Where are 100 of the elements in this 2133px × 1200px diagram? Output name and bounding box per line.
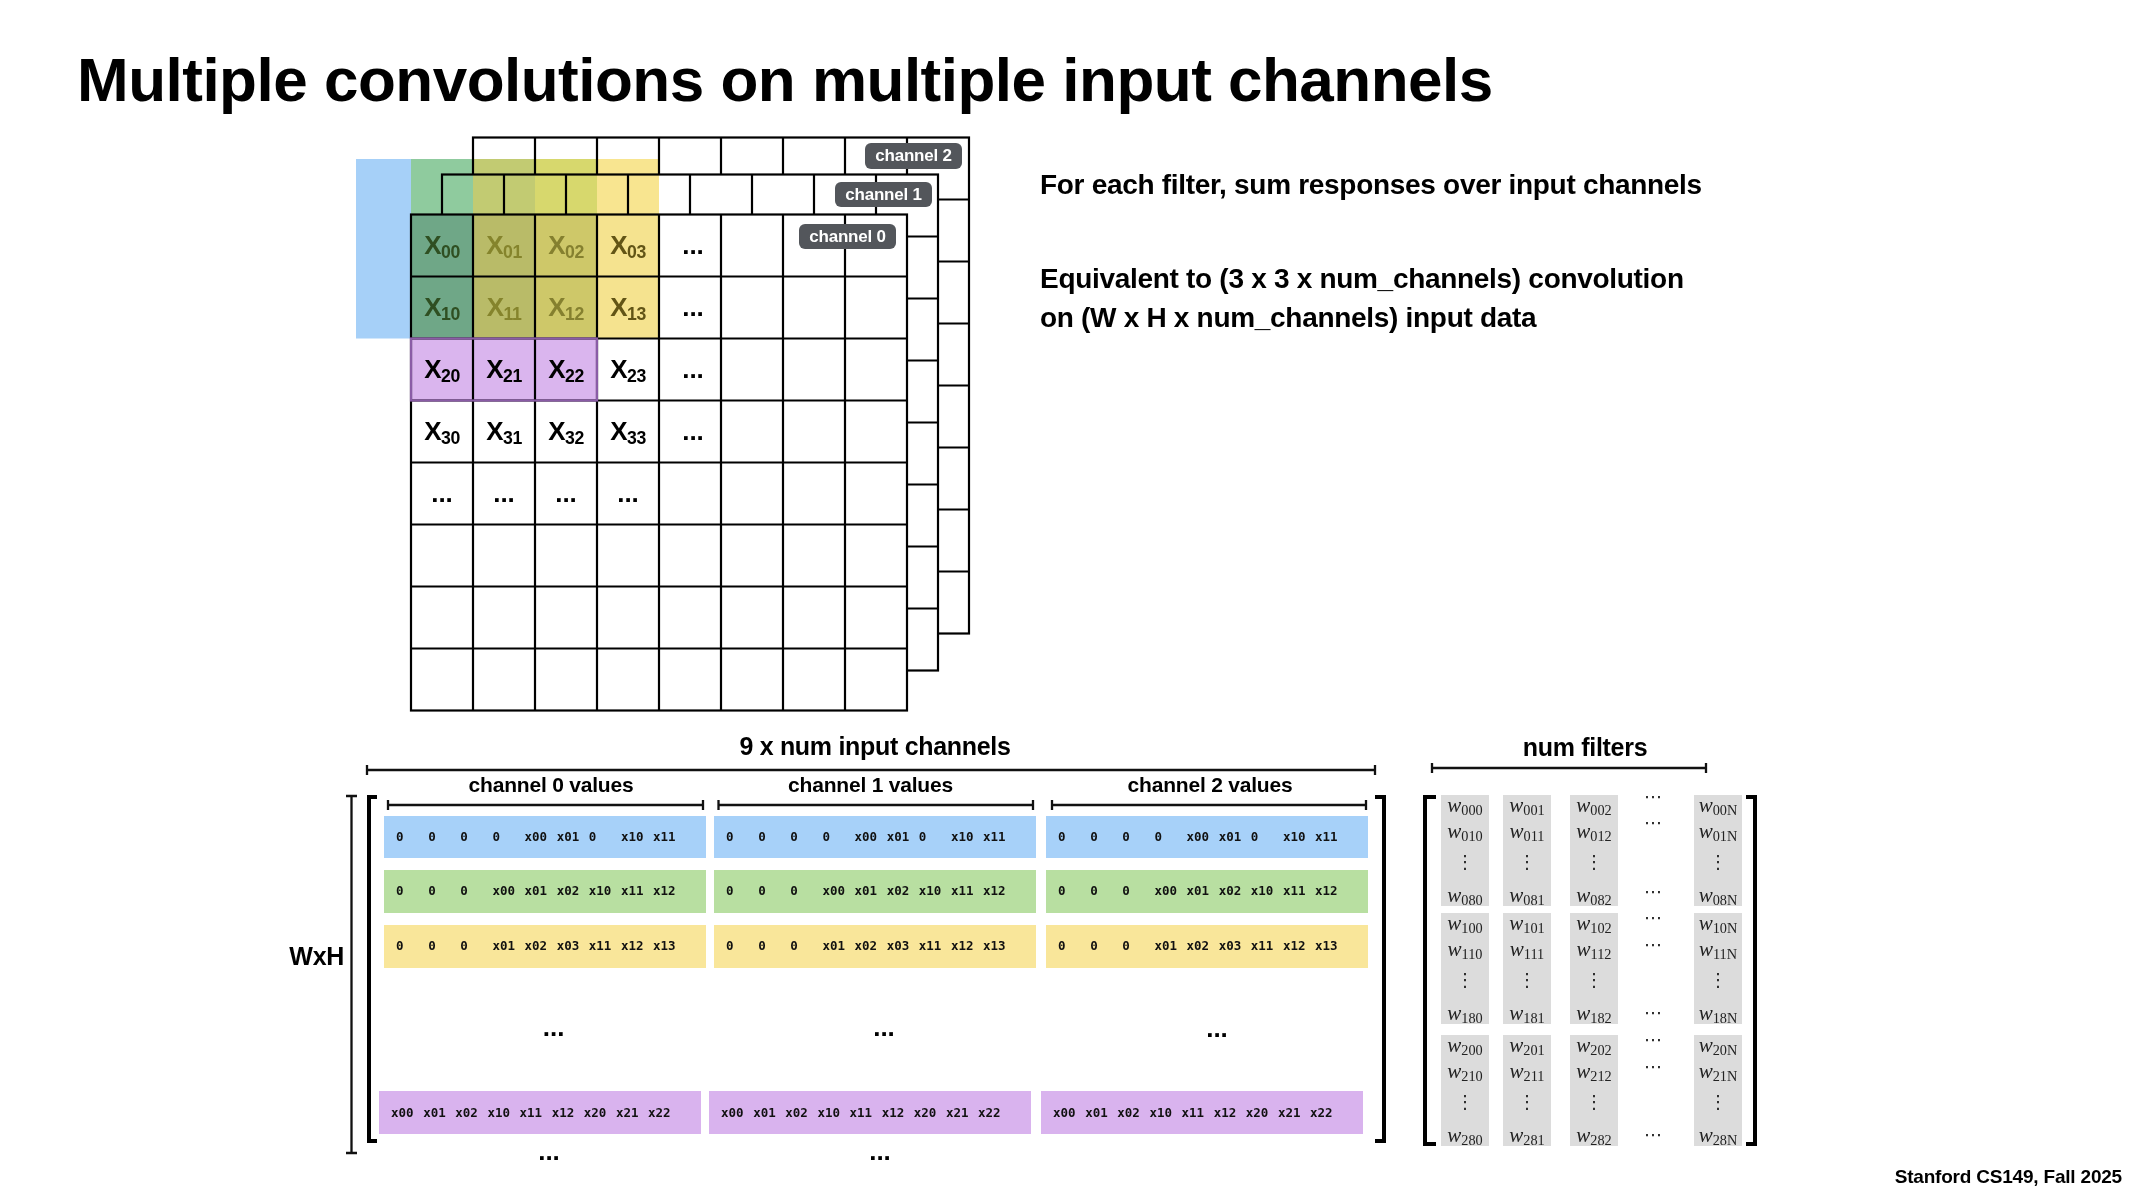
matrix-entry: X$_{22}$: [548, 354, 584, 385]
ellipsis: ...: [682, 354, 704, 385]
ellipsis: ...: [431, 478, 453, 509]
ellipsis: ⋯: [1644, 1003, 1662, 1024]
weight-entry: w$_{012}$: [1576, 821, 1612, 841]
matrix-row: x00 x01 x02 x10 x11 x12 x20 x21 x22: [379, 1091, 701, 1134]
dimension-label: channel 2 values: [1127, 772, 1293, 798]
ellipsis: ⋯: [1644, 935, 1662, 955]
weight-entry: w$_{282}$: [1576, 1125, 1612, 1145]
weight-entry: w$_{01N}$: [1698, 821, 1738, 841]
matrix-row: x00 x01 x02 x10 x11 x12 x20 x21 x22: [709, 1091, 1031, 1134]
ellipsis: ...: [682, 230, 704, 261]
weight-entry: w$_{10N}$: [1698, 913, 1738, 933]
weight-entry: w$_{28N}$: [1698, 1125, 1738, 1145]
vertical-ellipsis: ⋮: [1585, 852, 1603, 872]
note-text: Equivalent to (3 x 3 x num_channels) convolution on (W x H x num_channels) input data: [1040, 262, 1685, 335]
matrix-entry: X$_{23}$: [610, 354, 646, 385]
weight-entry: w$_{212}$: [1576, 1061, 1612, 1081]
weight-entry: w$_{100}$: [1447, 913, 1483, 933]
ellipsis: ⋯: [1644, 1056, 1662, 1077]
weight-entry: w$_{21N}$: [1698, 1061, 1738, 1081]
ellipsis: ...: [538, 1137, 560, 1167]
matrix-entry: X$_{20}$: [424, 354, 460, 385]
weight-column-band: [1570, 795, 1618, 906]
ellipsis: ...: [617, 478, 639, 509]
weight-column-band: [1503, 795, 1551, 906]
matrix-entry: X$_{21}$: [486, 354, 522, 385]
ellipsis: ...: [869, 1137, 891, 1167]
matrix-entry: X$_{31}$: [486, 416, 522, 447]
dimension-label: channel 1 values: [788, 772, 953, 798]
matrix-row: 0 0 0 x00 x01 x02 x10 x11 x12: [1046, 870, 1368, 913]
weight-column-band: [1441, 913, 1489, 1024]
matrix-row: 0 0 0 0 x00 x01 0 x10 x11: [1046, 815, 1368, 858]
matrix-row: 0 0 0 0 x00 x01 0 x10 x11: [384, 815, 706, 858]
channel-tag: channel 0: [799, 224, 896, 249]
weight-entry: w$_{082}$: [1576, 885, 1612, 905]
weight-entry: w$_{180}$: [1447, 1003, 1483, 1023]
ellipsis: ...: [493, 478, 515, 509]
weight-entry: w$_{181}$: [1509, 1003, 1545, 1023]
matrix-entry: X$_{33}$: [610, 416, 646, 447]
channel-tag: channel 2: [865, 143, 962, 169]
vertical-ellipsis: ⋮: [1709, 852, 1727, 872]
weight-column-band: [1694, 795, 1742, 906]
weight-entry: w$_{011}$: [1509, 821, 1545, 841]
vertical-ellipsis: ⋮: [1456, 852, 1474, 872]
weight-entry: w$_{11N}$: [1698, 939, 1738, 959]
slide-title: Multiple convolutions on multiple input channels: [77, 44, 1493, 116]
ellipsis: ⋯: [1644, 813, 1662, 834]
weight-column-band: [1503, 913, 1551, 1024]
vertical-ellipsis: ⋮: [1709, 970, 1727, 990]
matrix-entry: X$_{03}$: [610, 230, 646, 261]
weight-entry: w$_{18N}$: [1698, 1003, 1738, 1023]
weight-entry: w$_{001}$: [1509, 795, 1545, 815]
weight-entry: w$_{102}$: [1576, 913, 1612, 933]
weight-entry: w$_{182}$: [1576, 1003, 1612, 1023]
matrix-row: 0 0 0 x01 x02 x03 x11 x12 x13: [384, 925, 706, 968]
weight-entry: w$_{101}$: [1509, 913, 1545, 933]
vertical-ellipsis: ⋮: [1456, 970, 1474, 990]
weight-entry: w$_{111}$: [1509, 939, 1545, 959]
weight-entry: w$_{110}$: [1447, 939, 1483, 959]
weight-column-band: [1441, 795, 1489, 906]
weight-entry: w$_{112}$: [1576, 939, 1612, 959]
matrix-row: 0 0 0 x00 x01 x02 x10 x11 x12: [384, 870, 706, 913]
ellipsis: ⋯: [1644, 786, 1662, 807]
matrix-entry: X$_{13}$: [610, 292, 646, 323]
weight-entry: w$_{280}$: [1447, 1125, 1483, 1145]
weight-entry: w$_{08N}$: [1698, 885, 1738, 905]
vertical-ellipsis: ⋮: [1518, 852, 1536, 872]
weight-entry: w$_{081}$: [1509, 885, 1545, 905]
weight-entry: w$_{210}$: [1447, 1061, 1483, 1081]
weight-entry: w$_{202}$: [1576, 1035, 1612, 1055]
ellipsis: ...: [682, 292, 704, 323]
ellipsis: ⋯: [1644, 1125, 1662, 1145]
weight-column-band: [1694, 913, 1742, 1024]
vertical-ellipsis: ⋮: [1709, 1092, 1727, 1112]
matrix-entry: X$_{12}$: [548, 292, 584, 323]
weight-column-band: [1441, 1035, 1489, 1146]
channel-tag: channel 1: [835, 182, 932, 207]
ellipsis: ...: [1206, 1014, 1228, 1044]
ellipsis: ⋯: [1644, 908, 1662, 929]
weight-entry: w$_{000}$: [1447, 795, 1483, 815]
weight-column-band: [1694, 1035, 1742, 1146]
ellipsis: ...: [682, 416, 704, 447]
dimension-label: channel 0 values: [468, 772, 634, 798]
vertical-ellipsis: ⋮: [1585, 1092, 1603, 1112]
weight-column-band: [1570, 1035, 1618, 1146]
weight-column-band: [1503, 1035, 1551, 1146]
dimension-label: num filters: [1522, 732, 1648, 762]
weight-entry: w$_{20N}$: [1698, 1035, 1738, 1055]
matrix-entry: X$_{30}$: [424, 416, 460, 447]
weight-entry: w$_{080}$: [1447, 885, 1483, 905]
weight-entry: w$_{281}$: [1509, 1125, 1545, 1145]
ellipsis: ...: [873, 1013, 895, 1043]
note-text: For each filter, sum responses over input channels: [1040, 168, 1702, 202]
footer-text: Stanford CS149, Fall 2025: [1894, 1166, 2122, 1188]
dimension-label: WxH: [289, 941, 344, 971]
matrix-row: 0 0 0 x01 x02 x03 x11 x12 x13: [1046, 925, 1368, 968]
weight-entry: w$_{00N}$: [1698, 795, 1738, 815]
matrix-row: 0 0 0 x01 x02 x03 x11 x12 x13: [714, 925, 1036, 968]
weight-column-band: [1570, 913, 1618, 1024]
